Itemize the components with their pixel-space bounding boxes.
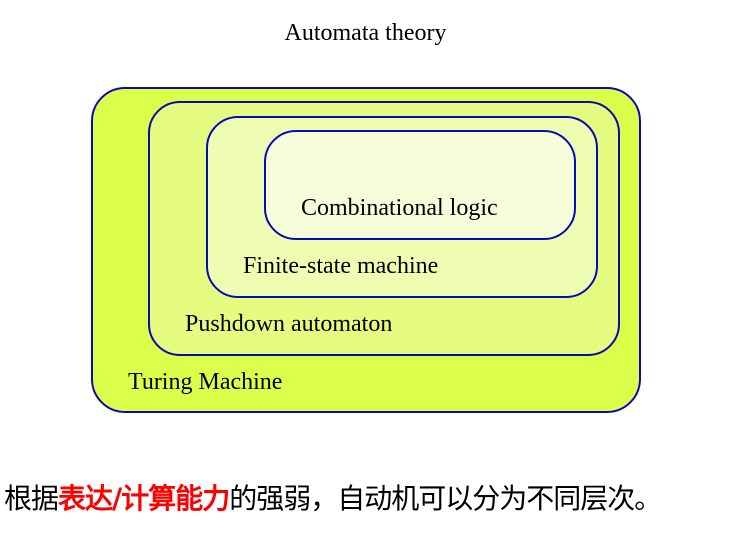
caption-highlight: 表达/计算能力 (58, 482, 230, 515)
diagram-title: Automata theory (284, 20, 447, 46)
combinational-logic-label: Combinational logic (301, 195, 498, 221)
combinational-logic-box (264, 130, 576, 240)
turing-machine-label: Turing Machine (128, 369, 283, 395)
finite-state-machine-label: Finite-state machine (243, 253, 439, 279)
pushdown-automaton-label: Pushdown automaton (185, 311, 393, 337)
caption: 根据表达/计算能力的强弱，自动机可以分为不同层次。 (4, 477, 662, 517)
caption-suffix: 的强弱，自动机可以分为不同层次。 (229, 482, 662, 515)
caption-prefix: 根据 (4, 482, 59, 515)
